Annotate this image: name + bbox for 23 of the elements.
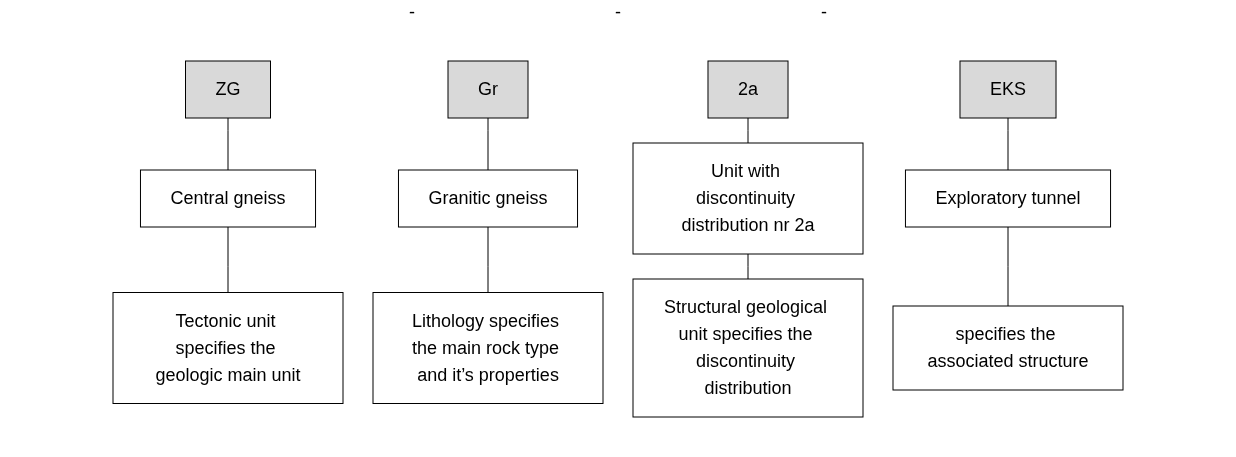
connector bbox=[747, 253, 749, 280]
node-box: Tectonic unit specifies the geologic main unit bbox=[112, 292, 344, 404]
node-box: Gr bbox=[447, 60, 529, 119]
connector bbox=[747, 117, 749, 144]
node-box: 2a bbox=[707, 60, 789, 119]
connector bbox=[487, 117, 489, 171]
node-box: Granitic gneiss bbox=[397, 169, 579, 228]
node-box: EKS bbox=[959, 60, 1057, 119]
node-box: Unit with discontinuity distribution nr 2a bbox=[632, 142, 864, 255]
node-box: ZG bbox=[185, 60, 271, 119]
node-box: specifies the associated structure bbox=[892, 305, 1124, 391]
separator-dash: - bbox=[615, 2, 621, 24]
node-box: Structural geological unit specifies the discontinuity distribution bbox=[632, 278, 864, 418]
node-box: Central gneiss bbox=[139, 169, 317, 228]
connector bbox=[227, 117, 229, 171]
node-box: Exploratory tunnel bbox=[904, 169, 1112, 228]
connector bbox=[487, 226, 489, 293]
node-box: Lithology specifies the main rock type and it’s properties bbox=[372, 292, 604, 404]
connector bbox=[1007, 117, 1009, 171]
separator-dash: - bbox=[409, 2, 415, 24]
connector bbox=[227, 226, 229, 293]
separator-dash: - bbox=[821, 2, 827, 24]
connector bbox=[1007, 226, 1009, 307]
